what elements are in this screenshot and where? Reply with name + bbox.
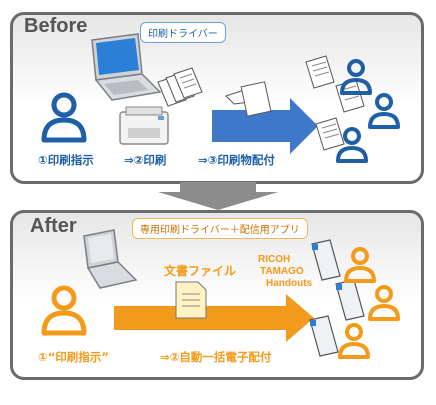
app-name-line-1: RICOH bbox=[258, 254, 291, 265]
laptop-icon bbox=[91, 33, 162, 101]
person-icon-recipient-1 bbox=[344, 247, 376, 283]
person-icon-recipient-2 bbox=[368, 93, 400, 129]
document-file-icon bbox=[175, 281, 207, 319]
delivery-arrow bbox=[212, 98, 318, 154]
before-title: Before bbox=[24, 15, 88, 37]
tablet-icon-1 bbox=[311, 239, 341, 281]
before-step-1: ①印刷指示 bbox=[38, 153, 94, 167]
laptop-icon bbox=[83, 229, 138, 289]
delivery-arrow bbox=[114, 294, 314, 342]
person-icon-recipient-2 bbox=[368, 285, 400, 321]
app-name-line-3: Handouts bbox=[266, 278, 313, 289]
printed-pages-icon bbox=[157, 67, 203, 107]
before-step-3: ⇒③印刷物配付 bbox=[198, 153, 275, 167]
tablet-icon-2 bbox=[335, 279, 365, 321]
after-step-1: ①“印刷指示” bbox=[38, 350, 109, 364]
person-icon-sender bbox=[41, 285, 87, 336]
person-icon-sender bbox=[41, 92, 87, 143]
app-name-label: RICOH TAMAGO Handouts bbox=[258, 254, 312, 290]
app-name-line-2: TAMAGO bbox=[260, 266, 304, 277]
hand-with-paper-icon bbox=[225, 81, 272, 117]
tablet-icon-3 bbox=[309, 315, 339, 357]
after-step-2: ⇒②自動一括電子配付 bbox=[160, 350, 272, 364]
person-icon-recipient-3 bbox=[338, 323, 370, 359]
after-driver-callout: 専用印刷ドライバー＋配信用アプリ bbox=[132, 218, 308, 239]
person-icon-recipient-1 bbox=[340, 59, 372, 95]
down-arrow-icon bbox=[158, 182, 278, 210]
person-icon-recipient-3 bbox=[336, 127, 368, 163]
printer-icon bbox=[119, 106, 169, 145]
after-title: After bbox=[30, 215, 77, 237]
before-step-2: ⇒②印刷 bbox=[124, 153, 167, 167]
before-driver-callout: 印刷ドライバー bbox=[140, 22, 226, 43]
after-file-label: 文書ファイル bbox=[164, 264, 237, 278]
